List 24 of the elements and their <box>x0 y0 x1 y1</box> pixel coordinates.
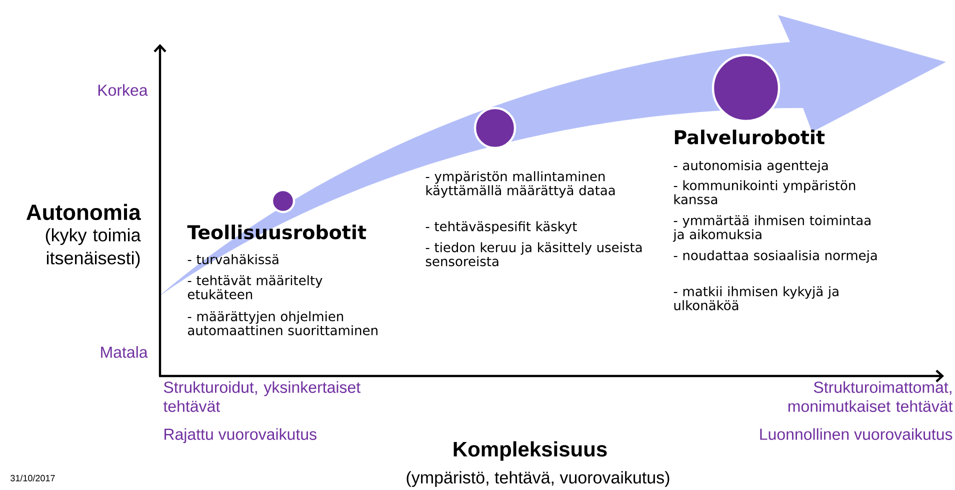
stage-circle <box>712 54 780 122</box>
stage-circle <box>270 188 296 214</box>
bullet-item: - tehtäväspesifit käskyt <box>426 221 577 234</box>
axis-subtitle: (kyky toimia itsenäisesti) <box>46 228 141 268</box>
axis-title: Autonomia <box>26 204 141 220</box>
axis-level-label: Strukturoimattomat, monimutkaiset tehtävät <box>788 381 953 412</box>
bullet-item: - kommunikointi ympäristön kanssa <box>674 180 856 204</box>
axis-level-label: Strukturoidut, yksinkertaiset tehtävät <box>163 381 360 412</box>
bullet-item: - turvahäkissä <box>188 254 278 264</box>
bullet-item: - tiedon keruu ja käsittely useista sensoreista <box>426 242 642 266</box>
bullet-item: - tehtävät määritelty etukäteen <box>188 275 322 300</box>
axis-level-label: Rajattu vuorovaikutus <box>164 428 316 444</box>
axis-title: Kompleksisuus <box>454 441 607 461</box>
date-label: 31/10/2017 <box>10 474 55 482</box>
bullet-item: - määrättyjen ohjelmien automaattinen suorittaminen <box>188 311 378 336</box>
axis-level-label: Luonnollinen vuorovaikutus <box>760 428 952 440</box>
bullet-item: - matkii ihmisen kykyjä ja ulkonäköä <box>674 286 838 310</box>
axis-level-label: Korkea <box>98 84 148 96</box>
stage-circle <box>474 106 516 150</box>
axis-level-label: Matala <box>101 346 148 358</box>
bullet-item: - autonomisia agentteja <box>674 160 828 173</box>
axis-subtitle: (ympäristö, tehtävä, vuorovaikutus) <box>406 471 670 487</box>
bullet-item: - noudattaa sosiaalisia normeja <box>674 250 877 263</box>
bullet-item: - ymmärtää ihmisen toimintaa ja aikomuksia <box>672 215 870 242</box>
